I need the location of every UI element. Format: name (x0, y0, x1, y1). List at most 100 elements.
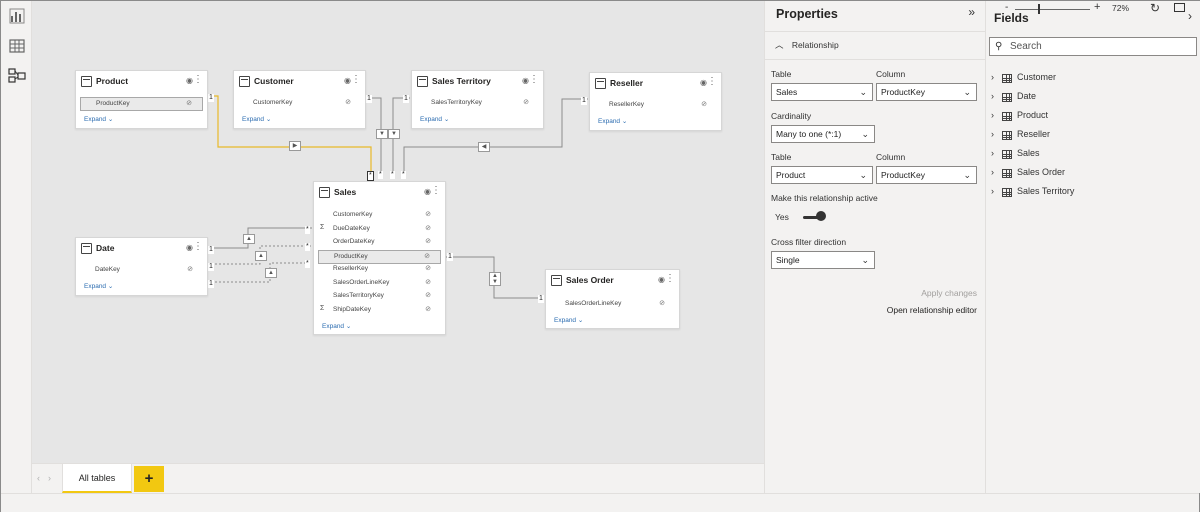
zoom-slider-track[interactable] (1015, 9, 1090, 10)
column-dropdown-2[interactable]: ProductKey⌄ (876, 166, 977, 184)
field-row[interactable]: Σ ShipDateKey ⊘ (318, 304, 441, 316)
hidden-icon[interactable]: ⊘ (425, 292, 431, 299)
field-row[interactable]: ResellerKey ⊘ (594, 99, 717, 111)
search-input[interactable]: ⚲ Search (989, 37, 1197, 56)
hidden-icon[interactable]: ⊘ (425, 211, 431, 218)
open-relationship-editor-link[interactable]: Open relationship editor (886, 305, 977, 315)
model-view-icon[interactable] (8, 67, 26, 85)
more-options-icon[interactable]: ⋮ (529, 74, 539, 85)
field-row[interactable]: SalesTerritoryKey ⊘ (416, 97, 539, 109)
hidden-icon[interactable]: ⊘ (424, 253, 430, 260)
hidden-icon[interactable]: ⊘ (425, 225, 431, 232)
chevron-up-icon: ︿ (775, 40, 784, 50)
table-title: Sales (334, 187, 357, 197)
column-dropdown-1[interactable]: ProductKey⌄ (876, 83, 977, 101)
table-card-date[interactable]: Date ◉ ⋮ DateKey ⊘ Expand ⌄ (75, 237, 208, 296)
zoom-out-button[interactable]: - (1005, 2, 1009, 13)
table-card-customer[interactable]: Customer ◉ ⋮ CustomerKey ⊘ Expand ⌄ (233, 70, 366, 129)
hidden-icon[interactable]: ⊘ (187, 266, 193, 273)
active-toggle-knob[interactable] (816, 211, 826, 221)
field-row[interactable]: Σ DueDateKey ⊘ (318, 223, 441, 235)
reset-view-icon[interactable]: ↻ (1150, 1, 1161, 15)
hidden-icon[interactable]: ⊘ (425, 265, 431, 272)
table-card-sales-territory[interactable]: Sales Territory ◉ ⋮ SalesTerritoryKey ⊘ … (411, 70, 544, 129)
field-name: SalesOrderLineKey (565, 300, 622, 307)
data-view-icon[interactable] (8, 37, 26, 55)
hidden-icon[interactable]: ⊘ (345, 99, 351, 106)
more-options-icon[interactable]: ⋮ (193, 241, 203, 252)
hidden-icon[interactable]: ⊘ (425, 279, 431, 286)
more-options-icon[interactable]: ⋮ (431, 185, 441, 196)
scroll-right-icon[interactable]: › (48, 473, 51, 483)
many-marker-sales-territory: * (390, 171, 395, 179)
collapse-pane-icon[interactable]: › (1188, 9, 1192, 23)
hidden-icon[interactable]: ⊘ (186, 100, 192, 107)
visibility-icon[interactable]: ◉ (186, 243, 193, 252)
active-value: Yes (775, 212, 789, 222)
visibility-icon[interactable]: ◉ (522, 76, 529, 85)
collapse-pane-icon[interactable]: » (968, 5, 975, 19)
hidden-icon[interactable]: ⊘ (701, 101, 707, 108)
table-icon (239, 76, 250, 87)
relationship-section-header[interactable]: ︿ Relationship (775, 39, 839, 51)
more-options-icon[interactable]: ⋮ (193, 74, 203, 85)
table-dropdown-2[interactable]: Product⌄ (771, 166, 873, 184)
apply-changes-button[interactable]: Apply changes (921, 288, 977, 298)
field-row[interactable]: OrderDateKey ⊘ (318, 236, 441, 248)
hidden-icon[interactable]: ⊘ (523, 99, 529, 106)
expand-link[interactable]: Expand ⌄ (84, 116, 114, 123)
visibility-icon[interactable]: ◉ (658, 275, 665, 284)
field-row[interactable]: SalesTerritoryKey ⊘ (318, 290, 441, 302)
visibility-icon[interactable]: ◉ (186, 76, 193, 85)
field-row[interactable]: ProductKey ⊘ (80, 97, 203, 111)
fit-to-page-icon[interactable] (1174, 3, 1185, 12)
scroll-left-icon[interactable]: ‹ (37, 473, 40, 483)
visibility-icon[interactable]: ◉ (424, 187, 431, 196)
more-options-icon[interactable]: ⋮ (351, 74, 361, 85)
cardinality-dropdown[interactable]: Many to one (*:1)⌄ (771, 125, 875, 143)
table-card-header: Sales Territory ◉ ⋮ (412, 71, 543, 93)
expand-link[interactable]: Expand ⌄ (242, 116, 272, 123)
cross-filter-dropdown[interactable]: Single⌄ (771, 251, 875, 269)
table-card-header: Sales ◉ ⋮ (314, 182, 445, 204)
field-row[interactable]: CustomerKey ⊘ (318, 209, 441, 221)
field-name: SalesTerritoryKey (333, 292, 384, 299)
search-icon: ⚲ (995, 41, 1003, 52)
tab-all-tables[interactable]: All tables (62, 464, 132, 493)
table-grid-icon (1002, 150, 1012, 159)
expand-link[interactable]: Expand ⌄ (554, 317, 584, 324)
report-view-icon[interactable] (8, 7, 26, 25)
active-toggle[interactable] (803, 216, 823, 219)
relationship-line-date-1 (207, 227, 312, 249)
table-dropdown-1[interactable]: Sales⌄ (771, 83, 873, 101)
more-options-icon[interactable]: ⋮ (665, 273, 675, 284)
expand-link[interactable]: Expand ⌄ (322, 323, 352, 330)
chevron-down-icon: ⌄ (859, 87, 867, 97)
visibility-icon[interactable]: ◉ (700, 78, 707, 87)
zoom-in-button[interactable]: + (1094, 1, 1101, 13)
table-card-sales-order[interactable]: Sales Order ◉ ⋮ SalesOrderLineKey ⊘ Expa… (545, 269, 680, 329)
expand-link[interactable]: Expand ⌄ (84, 283, 114, 290)
table-card-product[interactable]: Product ◉ ⋮ ProductKey ⊘ Expand ⌄ (75, 70, 208, 129)
hidden-icon[interactable]: ⊘ (659, 300, 665, 307)
table-card-reseller[interactable]: Reseller ◉ ⋮ ResellerKey ⊘ Expand ⌄ (589, 72, 722, 131)
field-row[interactable]: SalesOrderLineKey ⊘ (318, 277, 441, 289)
field-row[interactable]: SalesOrderLineKey ⊘ (550, 298, 675, 310)
field-row[interactable]: ResellerKey ⊘ (318, 263, 441, 275)
table-grid-icon (1002, 131, 1012, 140)
visibility-icon[interactable]: ◉ (344, 76, 351, 85)
add-layout-button[interactable]: + (134, 466, 164, 492)
one-marker-sales-order: 1 (538, 295, 544, 303)
expand-link[interactable]: Expand ⌄ (598, 118, 628, 125)
field-row[interactable]: CustomerKey ⊘ (238, 97, 361, 109)
hidden-icon[interactable]: ⊘ (425, 238, 431, 245)
more-options-icon[interactable]: ⋮ (707, 76, 717, 87)
one-marker-date-3: 1 (208, 280, 214, 288)
table-card-sales[interactable]: Sales ◉ ⋮ CustomerKey ⊘ Σ DueDateKey ⊘ O… (313, 181, 446, 335)
zoom-slider-thumb[interactable] (1038, 4, 1040, 14)
field-row[interactable]: ProductKey ⊘ (318, 250, 441, 264)
expand-link[interactable]: Expand ⌄ (420, 116, 450, 123)
hidden-icon[interactable]: ⊘ (425, 306, 431, 313)
field-row[interactable]: DateKey ⊘ (80, 264, 203, 276)
model-canvas[interactable]: 1 1 1 1 * * * * 1 1 1 * * * 1 1 ▶ ▼ ▼ ◀ … (32, 1, 764, 463)
